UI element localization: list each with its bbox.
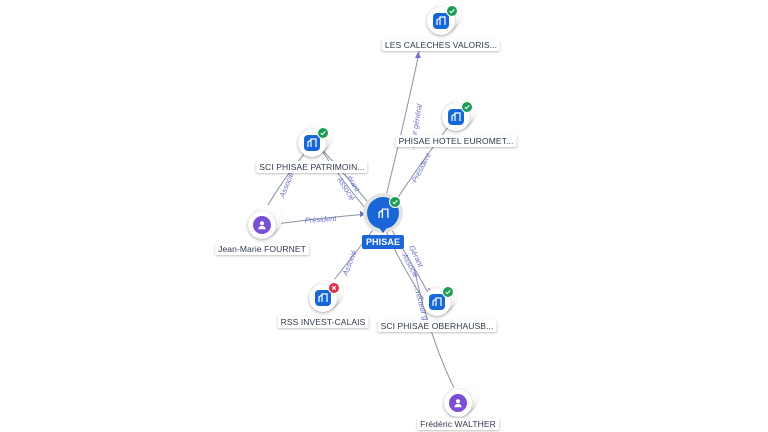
edge-label-fournet-center: Président <box>305 214 338 225</box>
node-label: Jean-Marie FOURNET <box>215 243 309 255</box>
edge-center-patrimoine-b <box>319 147 373 217</box>
check-icon <box>317 127 329 139</box>
edge-center-oberhausb-a <box>387 223 431 297</box>
person-icon <box>253 216 271 234</box>
edge-label-rss: Associé <box>340 249 359 278</box>
building-icon <box>304 135 320 151</box>
edge-fournet-center <box>275 213 369 225</box>
center-label: PHISAE <box>361 235 405 249</box>
node-label: PHISAE HOTEL EUROMET... <box>395 135 517 147</box>
node-label: SCI PHISAE OBERHAUSB... <box>377 320 497 332</box>
check-icon <box>442 286 454 298</box>
check-icon <box>461 101 473 113</box>
building-icon <box>429 294 445 310</box>
node-label: LES CALECHES VALORIS... <box>381 39 501 51</box>
check-icon <box>389 196 401 208</box>
node-label: RSS INVEST-CALAIS <box>277 316 369 328</box>
check-icon <box>446 5 458 17</box>
edge-label-hotel: Président <box>410 151 433 184</box>
node-label: SCI PHISAE PATRIMOIN... <box>256 161 368 173</box>
cross-icon <box>328 282 340 294</box>
building-icon <box>315 290 331 306</box>
building-icon <box>448 109 464 125</box>
person-icon <box>449 394 467 412</box>
node-label: Frédéric WALTHER <box>417 418 499 430</box>
building-icon <box>375 205 391 221</box>
edge-walther-center <box>413 267 457 393</box>
edge-center-caleches <box>381 47 421 213</box>
building-icon <box>433 13 449 29</box>
